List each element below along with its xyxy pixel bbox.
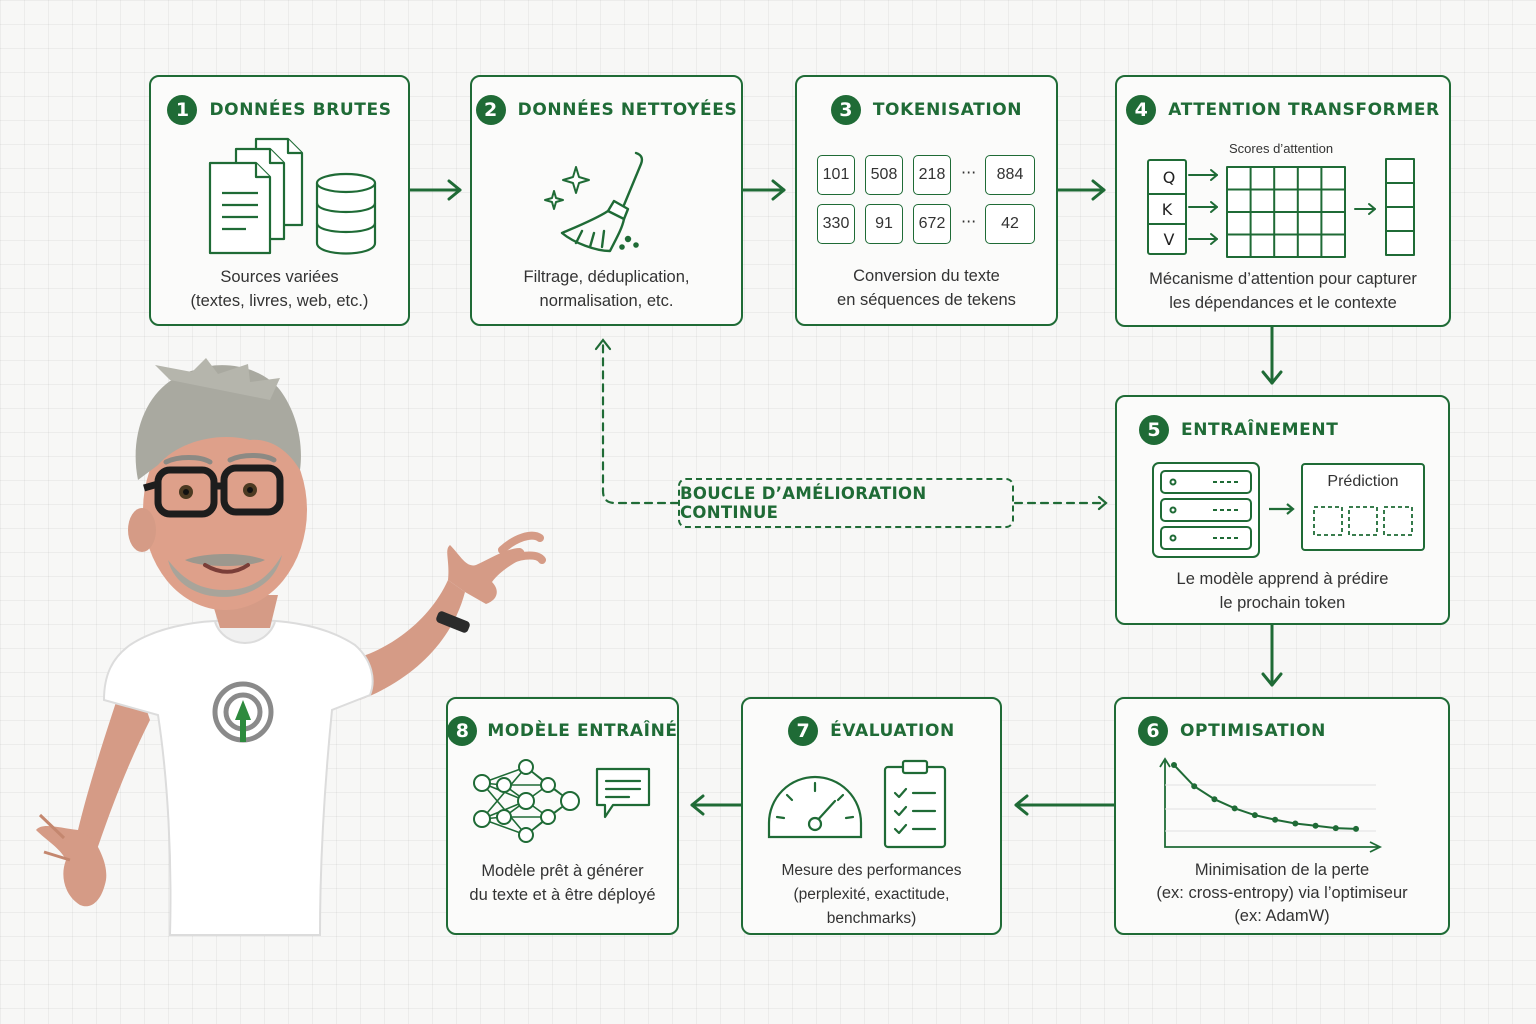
checklist-icon — [883, 759, 947, 849]
step-title: OPTIMISATION — [1180, 721, 1326, 741]
token: 91 — [865, 204, 903, 244]
documents-icon — [208, 137, 304, 255]
loss-point — [1292, 820, 1299, 827]
step-number: 3 — [830, 95, 861, 125]
loss-point — [1231, 805, 1238, 812]
step-5-training: 5 ENTRAÎNEMENT Prédiction Le modèle appre… — [1115, 395, 1450, 625]
attention-matrix-icon — [1188, 158, 1415, 258]
step-3-tokenization: 3 TOKENISATION 101 508 218 ··· 884 330 91… — [795, 75, 1058, 326]
step-title: TOKENISATION — [872, 100, 1023, 120]
loss-curve-line — [1173, 764, 1357, 830]
step-desc-line: en séquences de tekens — [837, 291, 1016, 309]
step-7-evaluation: 7 ÉVALUATION Mesure des performances (perp… — [741, 697, 1002, 935]
step-desc-line: Mécanisme d’attention pour capturer — [1149, 270, 1417, 288]
step-desc-line: du texte et à être déployé — [469, 886, 656, 904]
loop-arrows — [594, 338, 1108, 511]
token: 672 — [913, 204, 951, 244]
step-number: 1 — [167, 95, 198, 125]
sparkles-icon — [544, 166, 590, 210]
server-stack-icon — [1152, 462, 1260, 558]
token-ellipsis: ··· — [961, 212, 977, 231]
shirt-logo-icon — [212, 681, 274, 743]
broom-icon — [560, 151, 644, 253]
step-8-trained-model: 8 MODÈLE ENTRAÎNÉ Modèle prêt à générer du… — [446, 697, 679, 935]
step-title: ATTENTION TRANSFORMER — [1168, 100, 1440, 120]
arrow-6-7 — [1014, 794, 1116, 816]
token-ellipsis: ··· — [961, 163, 977, 182]
step-desc-line: Conversion du texte — [853, 267, 1000, 285]
arrow-1-2 — [408, 179, 462, 201]
arrow-4-5 — [1261, 325, 1283, 385]
step-desc-line: le prochain token — [1219, 594, 1346, 612]
step-2-clean-data: 2 DONNÉES NETTOYÉES Filtrage, déduplicati… — [470, 75, 743, 326]
step-desc-line: (ex: cross-entropy) via l’optimiseur — [1156, 884, 1408, 902]
arrow-icon — [1269, 503, 1295, 515]
chat-bubble-icon — [595, 767, 651, 819]
step-number: 7 — [788, 716, 819, 746]
prediction-slots-icon — [1313, 506, 1413, 536]
loss-point — [1171, 762, 1177, 768]
loss-curve-chart — [1159, 757, 1383, 853]
query-label: Q — [1162, 167, 1176, 187]
step-number: 2 — [475, 95, 506, 125]
loss-point — [1272, 816, 1279, 823]
step-title: DONNÉES NETTOYÉES — [517, 100, 738, 120]
step-number: 4 — [1126, 95, 1157, 125]
database-icon — [315, 172, 377, 255]
step-title: MODÈLE ENTRAÎNÉ — [487, 721, 678, 741]
step-desc-line: Sources variées — [220, 268, 339, 286]
step-number: 8 — [447, 716, 478, 746]
step-number: 6 — [1138, 716, 1168, 746]
token: 101 — [817, 155, 855, 195]
step-desc-line: Le modèle apprend à prédire — [1176, 570, 1389, 588]
arrow-7-8 — [690, 794, 743, 816]
step-4-attention: 4 ATTENTION TRANSFORMER Scores d’attentio… — [1115, 75, 1451, 327]
attention-scores-label: Scores d’attention — [1229, 141, 1334, 156]
qkv-stack: Q K V — [1147, 159, 1187, 255]
loss-point — [1191, 783, 1198, 790]
loss-point — [1312, 822, 1319, 829]
token: 884 — [985, 155, 1035, 195]
token: 330 — [817, 204, 855, 244]
arrow-2-3 — [741, 179, 786, 201]
step-desc-line: normalisation, etc. — [539, 292, 674, 310]
token: 508 — [865, 155, 903, 195]
step-desc-line: les dépendances et le contexte — [1169, 294, 1397, 312]
loss-point — [1353, 825, 1359, 832]
step-desc-line: Modèle prêt à générer — [481, 862, 644, 880]
step-desc-line: Filtrage, déduplication, — [523, 268, 690, 286]
loss-point — [1211, 796, 1218, 803]
step-title: ENTRAÎNEMENT — [1181, 420, 1339, 440]
arrow-5-6 — [1261, 623, 1283, 687]
step-desc-line: (perplexité, exactitude, benchmarks) — [793, 886, 950, 927]
step-desc-line: (ex: AdamW) — [1234, 907, 1330, 925]
step-desc-line: Minimisation de la perte — [1194, 861, 1370, 879]
step-6-optimization: 6 OPTIMISATION Minimisation de la perte (e… — [1114, 697, 1450, 935]
gauge-icon — [767, 775, 863, 839]
token: 42 — [985, 204, 1035, 244]
loss-point — [1332, 825, 1339, 832]
step-title: ÉVALUATION — [830, 721, 955, 741]
step-1-raw-data: 1 DONNÉES BRUTES Sources variées (textes, … — [149, 75, 410, 326]
step-number: 5 — [1139, 415, 1169, 445]
neural-network-icon — [473, 759, 580, 843]
value-label: V — [1163, 229, 1175, 249]
step-desc-line: (textes, livres, web, etc.) — [190, 292, 369, 310]
prediction-panel: Prédiction — [1301, 463, 1425, 551]
key-label: K — [1147, 193, 1187, 225]
step-title: DONNÉES BRUTES — [209, 100, 392, 120]
token: 218 — [913, 155, 951, 195]
step-desc-line: Mesure des performances — [781, 862, 962, 879]
improvement-loop-label: BOUCLE D’AMÉLIORATION CONTINUE — [678, 478, 1014, 528]
arrow-3-4 — [1056, 179, 1106, 201]
presenter-avatar-icon — [36, 358, 546, 936]
loss-point — [1251, 812, 1258, 819]
prediction-label: Prédiction — [1327, 473, 1399, 490]
